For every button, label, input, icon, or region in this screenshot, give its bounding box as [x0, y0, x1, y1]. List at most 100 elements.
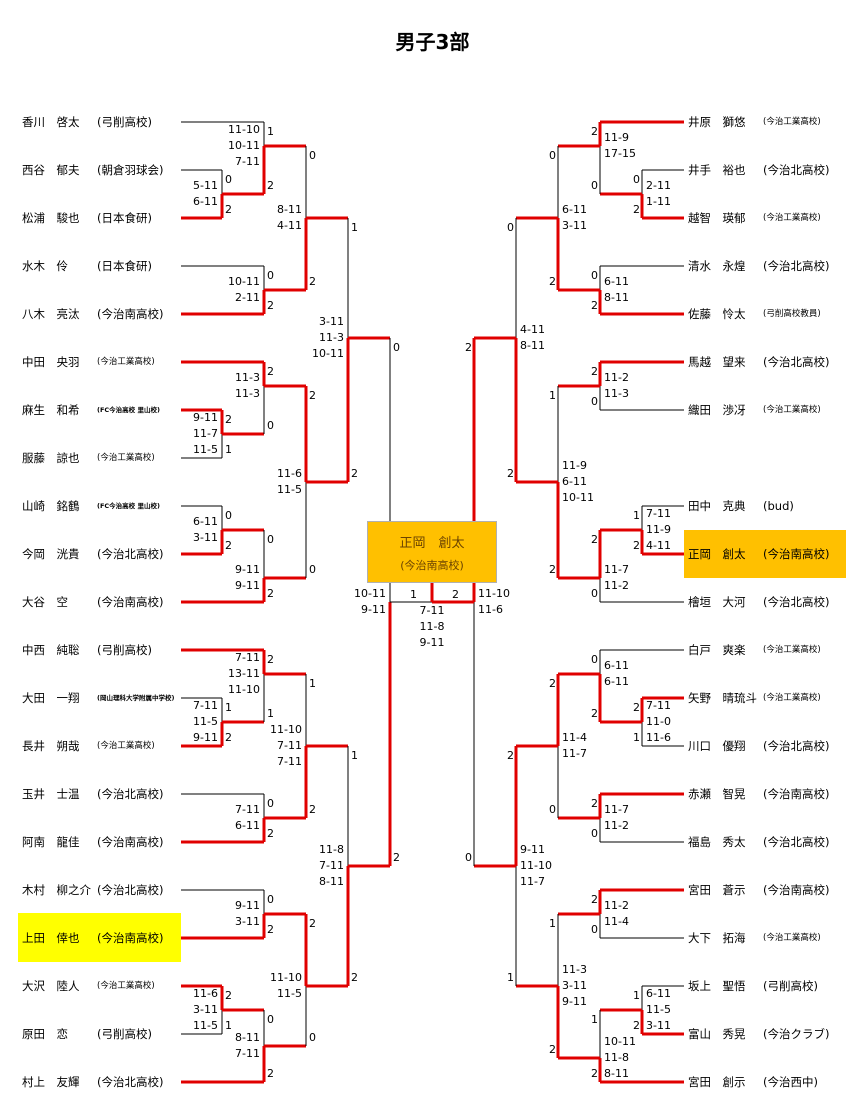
game-score: 11-6 — [646, 731, 671, 744]
player-school: (今治西中) — [763, 1075, 818, 1089]
set-count-bottom: 2 — [225, 203, 232, 216]
game-score: 11-0 — [646, 715, 671, 728]
set-count-top: 2 — [549, 677, 556, 690]
player-name: 清水 永煌 — [688, 259, 746, 273]
game-score: 8-11 — [235, 1031, 260, 1044]
game-score: 9-11 — [520, 843, 545, 856]
game-score: 1-11 — [646, 195, 671, 208]
game-score: 11-2 — [604, 819, 629, 832]
player-school: (今治北高校) — [97, 547, 164, 561]
set-count-bottom: 2 — [549, 563, 556, 576]
player-name: 田中 克典 — [688, 499, 746, 513]
player-name: 中田 央羽 — [22, 355, 80, 369]
set-count-bottom: 0 — [591, 827, 598, 840]
player-school: (今治南高校) — [763, 547, 830, 561]
highlight-champion-right — [684, 530, 846, 578]
player-name: 今岡 洸貴 — [22, 547, 80, 561]
game-score: 11-2 — [604, 899, 629, 912]
set-count-top: 1 — [549, 389, 556, 402]
game-score: 10-11 — [228, 275, 260, 288]
set-count-bottom: 0 — [267, 419, 274, 432]
game-score: 7-11 — [235, 803, 260, 816]
game-score: 11-3 — [235, 387, 260, 400]
set-count-top: 0 — [267, 269, 274, 282]
set-count-bottom: 0 — [309, 1031, 316, 1044]
player-school: (今治工業高校) — [763, 405, 821, 415]
set-count-top: 2 — [591, 125, 598, 138]
set-count-top: 0 — [549, 149, 556, 162]
game-score: 8-11 — [277, 203, 302, 216]
player-school: (今治工業高校) — [97, 981, 155, 991]
game-score: 9-11 — [419, 636, 445, 649]
game-score: 4-11 — [646, 539, 671, 552]
set-count-bottom: 2 — [549, 1043, 556, 1056]
game-score: 11-7 — [520, 875, 545, 888]
player-name: 宮田 蒼示 — [688, 883, 746, 897]
game-score: 11-3 — [604, 387, 629, 400]
game-score: 9-11 — [562, 995, 587, 1008]
set-count-top: 1 — [309, 677, 316, 690]
game-score: 8-11 — [319, 875, 344, 888]
player-name: 井手 裕也 — [688, 163, 746, 177]
player-name: 佐藤 怜太 — [688, 307, 746, 321]
set-count-bottom: 2 — [591, 1067, 598, 1080]
player-name: 原田 恋 — [22, 1027, 68, 1041]
match-scores: 11-8 7-11 8-11 — [288, 842, 344, 890]
set-count-bottom: 0 — [309, 563, 316, 576]
game-score: 11-7 — [193, 427, 218, 440]
player-school: (弓削高校) — [763, 979, 818, 993]
player-name: 矢野 晴琉斗 — [688, 691, 757, 705]
set-count-bottom: 0 — [591, 179, 598, 192]
game-score: 11-8 — [319, 843, 344, 856]
game-score: 7-11 — [419, 604, 445, 617]
player-school: (今治北高校) — [97, 787, 164, 801]
set-count-bottom: 2 — [225, 731, 232, 744]
game-score: 6-11 — [604, 659, 629, 672]
set-count-bottom: 2 — [267, 827, 274, 840]
player-name: 赤瀬 智晃 — [688, 787, 746, 801]
set-count-bottom: 0 — [591, 587, 598, 600]
set-count-bottom: 2 — [393, 851, 400, 864]
game-score: 3-11 — [562, 979, 587, 992]
player-school: (FC今治高校 里山校) — [97, 406, 160, 414]
player-school: (今治北高校) — [763, 739, 830, 753]
game-score: 7-11 — [319, 859, 344, 872]
set-count-bottom: 0 — [591, 395, 598, 408]
set-count-bottom: 0 — [549, 803, 556, 816]
game-score: 11-5 — [193, 443, 218, 456]
final-set-right: 2 — [452, 588, 459, 601]
game-score: 8-11 — [604, 1067, 629, 1080]
game-score: 4-11 — [520, 323, 545, 336]
player-school: (今治北高校) — [97, 1075, 164, 1089]
player-name: 福島 秀太 — [688, 835, 746, 849]
set-count-top: 2 — [507, 749, 514, 762]
player-school: (今治北高校) — [763, 163, 830, 177]
game-score: 9-11 — [235, 563, 260, 576]
set-count-top: 0 — [267, 893, 274, 906]
set-count-top: 1 — [633, 989, 640, 1002]
game-score: 11-5 — [277, 987, 302, 1000]
player-school: (今治北高校) — [763, 835, 830, 849]
player-school: (今治南高校) — [97, 835, 164, 849]
set-count-bottom: 2 — [591, 707, 598, 720]
set-count-top: 0 — [267, 1013, 274, 1026]
game-score: 5-11 — [193, 179, 218, 192]
game-score: 3-11 — [646, 1019, 671, 1032]
